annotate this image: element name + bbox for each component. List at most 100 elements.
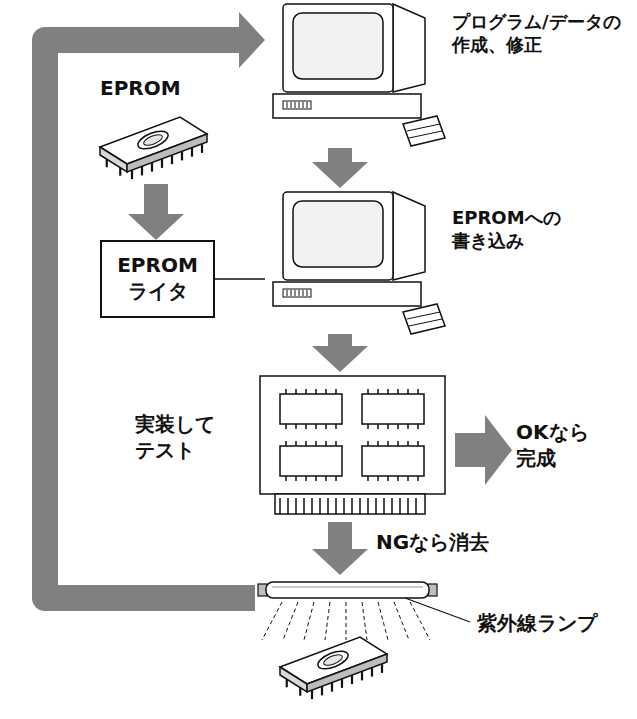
circuit-board-part xyxy=(362,446,424,476)
uv-lamp-part-part xyxy=(262,602,282,640)
circuit-board-part-part xyxy=(391,498,393,514)
uv-lamp-part xyxy=(272,587,423,588)
flow-arrow xyxy=(328,334,352,346)
computer-terminal xyxy=(273,4,445,146)
uv-lamp-part-part xyxy=(362,602,367,640)
circuit-board-part-part xyxy=(367,476,369,481)
uv-lamp-part-part xyxy=(325,602,330,640)
circuit-board-part xyxy=(280,389,418,514)
circuit-board-part-part xyxy=(359,498,361,514)
flow-arrow xyxy=(328,148,352,162)
flow-arrow xyxy=(328,522,352,549)
circuit-board-part-part xyxy=(325,389,327,394)
note-label: OKなら 完成 xyxy=(516,420,592,471)
circuit-board-part-part xyxy=(397,424,399,429)
connection-line xyxy=(215,278,265,280)
circuit-board-part-part xyxy=(407,441,409,446)
circuit-board-part-part xyxy=(305,424,307,429)
uv-lamp-part-part xyxy=(378,602,388,640)
circuit-board-part-part xyxy=(397,476,399,481)
circuit-board-part-part xyxy=(417,441,419,446)
circuit-board-part-part xyxy=(325,476,327,481)
circuit-board-part-part xyxy=(417,389,419,394)
computer-terminal: プログラム/データの 作成、修正 xyxy=(265,0,445,148)
node-text: 紫外線ランプ xyxy=(477,611,600,637)
uv-lamp-part-part xyxy=(346,602,347,640)
circuit-board: 実装して テスト xyxy=(255,372,450,522)
circuit-board-part-part xyxy=(397,441,399,446)
flow-arrow xyxy=(45,40,255,598)
node-text: 実装して テスト xyxy=(135,412,218,463)
circuit-board-part-part xyxy=(325,441,327,446)
circuit-board-part-part xyxy=(285,424,287,429)
ok-arrow xyxy=(455,415,512,485)
circuit-board-part-part xyxy=(315,476,317,481)
circuit-board-part-part xyxy=(315,441,317,446)
circuit-board-part-part xyxy=(367,498,369,514)
uv-lamp-part-part xyxy=(394,602,409,640)
circuit-board-part-part xyxy=(407,424,409,429)
circuit-board-part-part xyxy=(305,389,307,394)
eprom-chip xyxy=(100,117,207,179)
uv-lamp xyxy=(258,582,470,699)
computer-terminal xyxy=(273,192,445,334)
uv-lamp: 紫外線ランプ xyxy=(255,575,445,710)
circuit-board-part-part xyxy=(305,476,307,481)
circuit-board-part-part xyxy=(417,476,419,481)
circuit-board-part-part xyxy=(407,389,409,394)
circuit-board-part-part xyxy=(377,476,379,481)
circuit-board xyxy=(260,376,445,514)
circuit-board-part-part xyxy=(367,389,369,394)
circuit-board-part-part xyxy=(335,389,337,394)
circuit-board-part-part xyxy=(327,498,329,514)
circuit-board-part-part xyxy=(343,498,345,514)
node-text: プログラム/データの 作成、修正 xyxy=(452,10,624,56)
circuit-board-part-part xyxy=(303,498,305,514)
circuit-board-part-part xyxy=(417,424,419,429)
circuit-board-part xyxy=(280,394,342,424)
circuit-board-part-part xyxy=(315,389,317,394)
circuit-board-part-part xyxy=(295,441,297,446)
computer-terminal: EPROMへの 書き込み xyxy=(265,188,445,334)
eprom-writer-box: EPROM ライタ xyxy=(100,240,215,318)
circuit-board-part-part xyxy=(407,498,409,514)
circuit-board-part-part xyxy=(335,498,337,514)
circuit-board-part-part xyxy=(285,476,287,481)
node-text: EPROM xyxy=(100,76,184,102)
circuit-board-part-part xyxy=(319,498,321,514)
circuit-board-part-part xyxy=(367,441,369,446)
uv-lamp-part-part xyxy=(410,602,430,640)
circuit-board-part-part xyxy=(387,389,389,394)
circuit-board-part-part xyxy=(305,441,307,446)
circuit-board-part-part xyxy=(351,498,353,514)
circuit-board-part-part xyxy=(367,424,369,429)
circuit-board-part xyxy=(260,376,445,494)
circuit-board-part-part xyxy=(285,441,287,446)
circuit-board-part-part xyxy=(295,389,297,394)
circuit-board-part-part xyxy=(287,498,289,514)
circuit-board-part-part xyxy=(387,476,389,481)
circuit-board-part-part xyxy=(311,498,313,514)
circuit-board-part-part xyxy=(315,424,317,429)
node-text: EPROMへの 書き込み xyxy=(452,206,564,252)
circuit-board-part-part xyxy=(335,424,337,429)
uv-lamp-part xyxy=(266,582,429,598)
circuit-board-part-part xyxy=(285,389,287,394)
circuit-board-part xyxy=(362,394,424,424)
circuit-board-part-part xyxy=(399,498,401,514)
eprom-chip xyxy=(280,637,387,699)
leader-line xyxy=(405,598,470,622)
circuit-board-part xyxy=(280,446,342,476)
circuit-board-part-part xyxy=(377,441,379,446)
circuit-board-part-part xyxy=(279,498,281,514)
circuit-board-part-part xyxy=(407,476,409,481)
uv-lamp-part xyxy=(262,602,430,640)
eprom-chip: EPROM xyxy=(95,112,212,184)
uv-lamp-part-part xyxy=(304,602,314,640)
circuit-board-part-part xyxy=(387,424,389,429)
uv-lamp-part-part xyxy=(283,602,298,640)
circuit-board-part-part xyxy=(295,498,297,514)
circuit-board-part-part xyxy=(295,424,297,429)
